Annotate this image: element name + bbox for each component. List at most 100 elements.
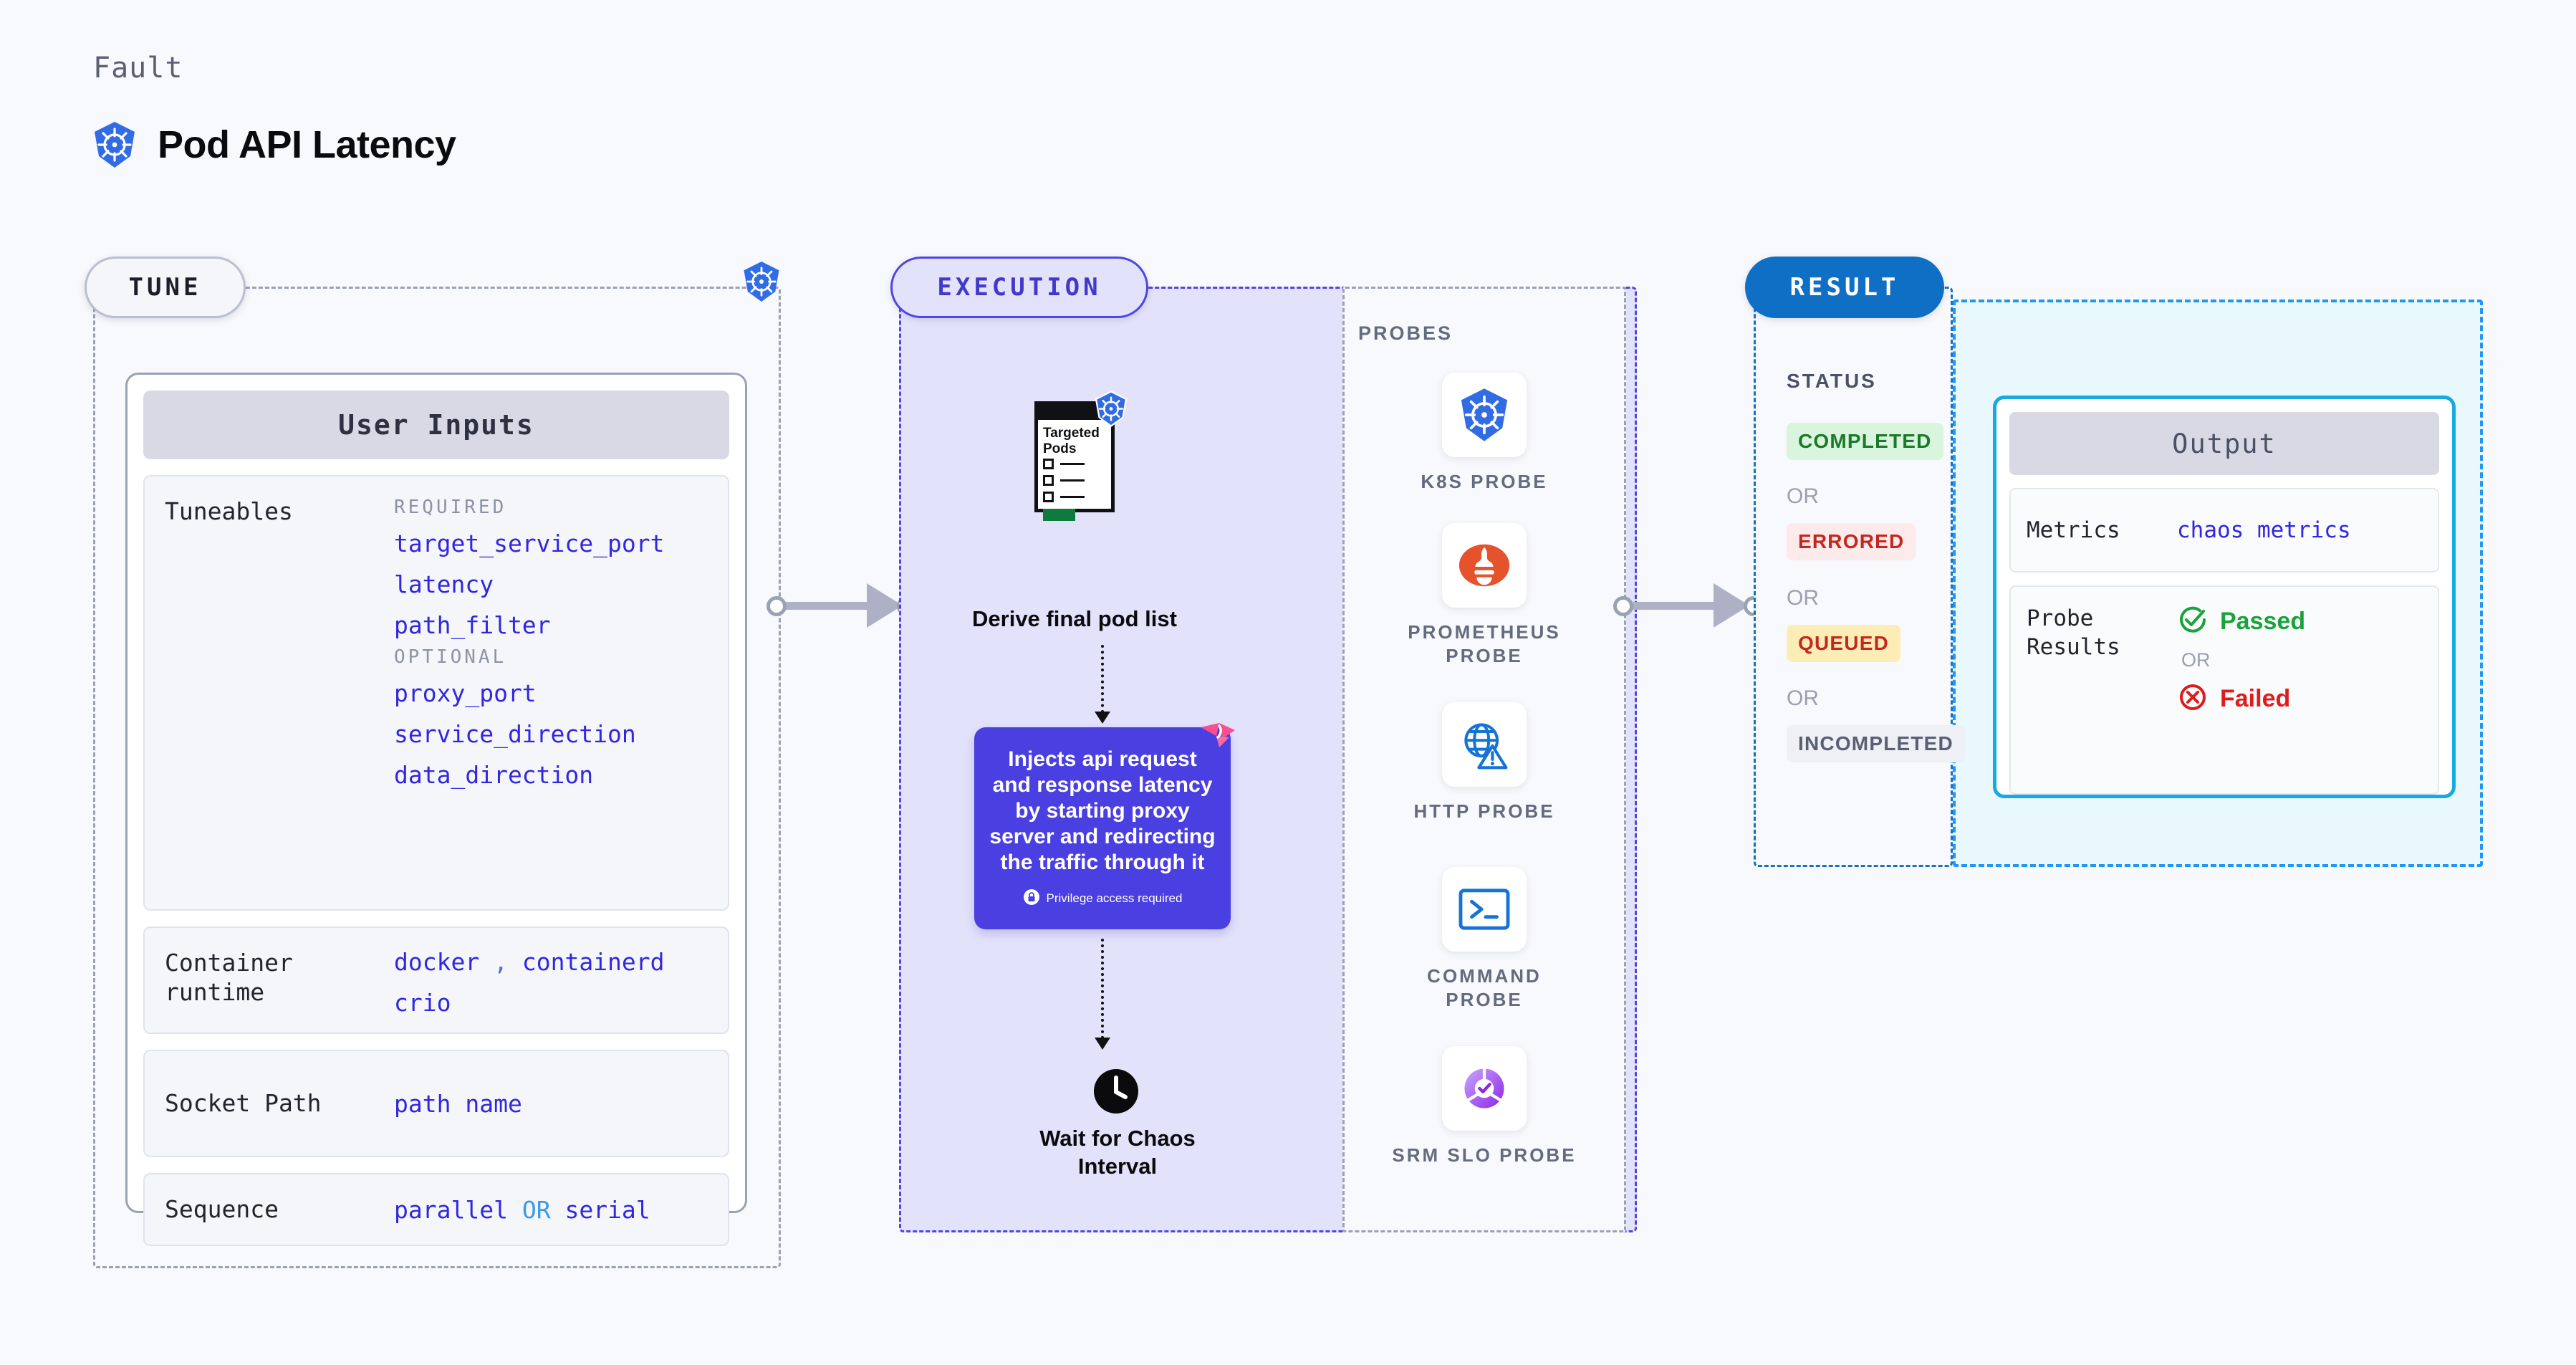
tuneable-data-direction[interactable]: data_direction — [394, 761, 594, 789]
result-stage-pill[interactable]: RESULT — [1745, 257, 1944, 318]
kubernetes-icon — [741, 260, 782, 307]
status-or-label: OR — [1787, 686, 1819, 710]
sequence-parallel[interactable]: parallel — [394, 1195, 508, 1224]
privilege-note: Privilege access required — [1023, 889, 1183, 909]
status-badge-incompleted: INCOMPLETED — [1787, 725, 1965, 762]
page-title-row: Pod API Latency — [92, 120, 456, 169]
check-circle-icon — [2177, 604, 2209, 639]
probe-label: SRM SLO PROBE — [1392, 1144, 1577, 1166]
connector-bar — [1625, 602, 1732, 610]
socket-path-value[interactable]: path name — [394, 1089, 522, 1118]
arrow-right-icon — [867, 583, 903, 628]
failed-label: Failed — [2220, 685, 2291, 712]
x-circle-icon — [2177, 681, 2209, 717]
flow-line — [1101, 645, 1104, 713]
tuneables-label: Tuneables — [165, 497, 293, 525]
user-inputs-title: User Inputs — [143, 391, 729, 459]
tuneable-proxy-port[interactable]: proxy_port — [394, 679, 537, 707]
metrics-row: Metrics chaos metrics — [2009, 488, 2439, 573]
status-or-label: OR — [1787, 586, 1819, 610]
user-inputs-card: User Inputs Tuneables REQUIRED target_se… — [125, 373, 747, 1246]
sequence-row: Sequence parallel OR serial — [143, 1173, 729, 1246]
tuneables-values: REQUIRED target_service_port latency pat… — [394, 497, 708, 889]
privilege-note-text: Privilege access required — [1046, 891, 1183, 905]
probe-label: COMMAND PROBE — [1427, 965, 1542, 1011]
sequence-or-keyword: OR — [522, 1195, 551, 1224]
probe-results-row: Probe Results Passed OR — [2009, 585, 2439, 795]
probe-k8s[interactable]: K8S PROBE — [1391, 373, 1577, 494]
probe-srm-slo[interactable]: SRM SLO PROBE — [1391, 1046, 1577, 1167]
tuneable-path-filter[interactable]: path_filter — [394, 611, 551, 639]
runtime-docker[interactable]: docker — [394, 948, 480, 976]
required-heading: REQUIRED — [394, 497, 507, 518]
probe-label: HTTP PROBE — [1413, 800, 1555, 822]
targeted-pods-document-icon: Targeted Pods — [1034, 391, 1128, 521]
lock-icon — [1023, 889, 1040, 909]
runtime-containerd[interactable]: containerd — [522, 948, 665, 976]
sequence-values: parallel OR serial — [394, 1196, 708, 1224]
probe-result-passed: Passed — [2177, 604, 2305, 639]
tuneable-target-service-port[interactable]: target_service_port — [394, 530, 665, 557]
probe-results-label: Probe Results — [2027, 605, 2120, 661]
result-stage: RESULT — [1745, 257, 1953, 867]
clock-icon — [1092, 1068, 1140, 1119]
status-badge-errored: ERRORED — [1787, 523, 1916, 560]
probe-result-or-label: OR — [2181, 649, 2211, 671]
socket-path-row: Socket Path path name — [143, 1050, 729, 1157]
terminal-command-icon — [1442, 867, 1527, 952]
result-stage-border — [1754, 287, 1953, 867]
prometheus-icon — [1442, 523, 1527, 608]
probes-heading: PROBES — [1358, 322, 1453, 344]
probe-label: K8S PROBE — [1421, 471, 1548, 492]
http-globe-warning-icon — [1442, 702, 1527, 787]
probe-label: PROMETHEUS PROBE — [1408, 621, 1561, 667]
kubernetes-icon — [1442, 373, 1527, 457]
status-heading: STATUS — [1787, 370, 1877, 392]
connector-start-dot — [1613, 596, 1633, 616]
status-badge-completed: COMPLETED — [1787, 423, 1943, 460]
tuneable-latency[interactable]: latency — [394, 570, 494, 598]
status-or-label: OR — [1787, 484, 1819, 508]
sequence-label: Sequence — [165, 1195, 279, 1224]
status-badge-queued: QUEUED — [1787, 625, 1900, 662]
arrow-down-icon — [1095, 1038, 1110, 1050]
output-card: Output Metrics chaos metrics Probe Resul… — [1993, 396, 2456, 798]
kubernetes-icon — [1094, 391, 1128, 431]
metrics-value[interactable]: chaos metrics — [2177, 517, 2351, 543]
connector-start-dot — [766, 596, 787, 616]
tuneables-row: Tuneables REQUIRED target_service_port l… — [143, 475, 729, 911]
execution-stage-pill[interactable]: EXECUTION — [890, 257, 1148, 318]
sequence-serial[interactable]: serial — [564, 1195, 650, 1224]
targeted-pods-doc-title: Targeted Pods — [1043, 426, 1100, 456]
wait-for-chaos-interval-label: Wait for Chaos Interval — [1039, 1126, 1196, 1179]
arrow-down-icon — [1095, 712, 1110, 724]
metrics-label: Metrics — [2027, 517, 2120, 543]
container-runtime-label: Container runtime — [165, 949, 293, 1007]
socket-path-values: path name — [394, 1090, 708, 1118]
connector-execution-to-result — [1613, 580, 1764, 631]
runtime-separator: , — [494, 948, 508, 976]
tune-stage-pill[interactable]: TUNE — [85, 257, 246, 318]
inject-fault-text: Injects api request and response latency… — [989, 747, 1216, 874]
socket-path-label: Socket Path — [165, 1089, 322, 1118]
flow-line — [1101, 939, 1104, 1039]
probe-command[interactable]: COMMAND PROBE — [1391, 867, 1577, 1012]
runtime-crio[interactable]: crio — [394, 989, 451, 1017]
output-card-title: Output — [2009, 412, 2439, 475]
probe-prometheus[interactable]: PROMETHEUS PROBE — [1391, 523, 1577, 669]
harness-logo-icon — [1198, 722, 1238, 761]
probe-http[interactable]: HTTP PROBE — [1391, 702, 1577, 823]
derive-pod-list-label: Derive final pod list — [972, 606, 1177, 631]
tuneable-service-direction[interactable]: service_direction — [394, 720, 636, 748]
arrow-right-icon — [1714, 583, 1749, 628]
connector-bar — [778, 602, 885, 610]
passed-label: Passed — [2220, 608, 2306, 635]
page-eyebrow: Fault — [93, 52, 183, 85]
container-runtime-values: docker , containerd crio — [394, 948, 708, 1017]
probe-results-values: Passed OR Failed — [2177, 604, 2305, 776]
container-runtime-row: Container runtime docker , containerd cr… — [143, 926, 729, 1034]
srm-slo-donut-check-icon — [1442, 1046, 1527, 1131]
page-title: Pod API Latency — [158, 123, 456, 166]
inject-fault-box: Injects api request and response latency… — [974, 723, 1235, 929]
